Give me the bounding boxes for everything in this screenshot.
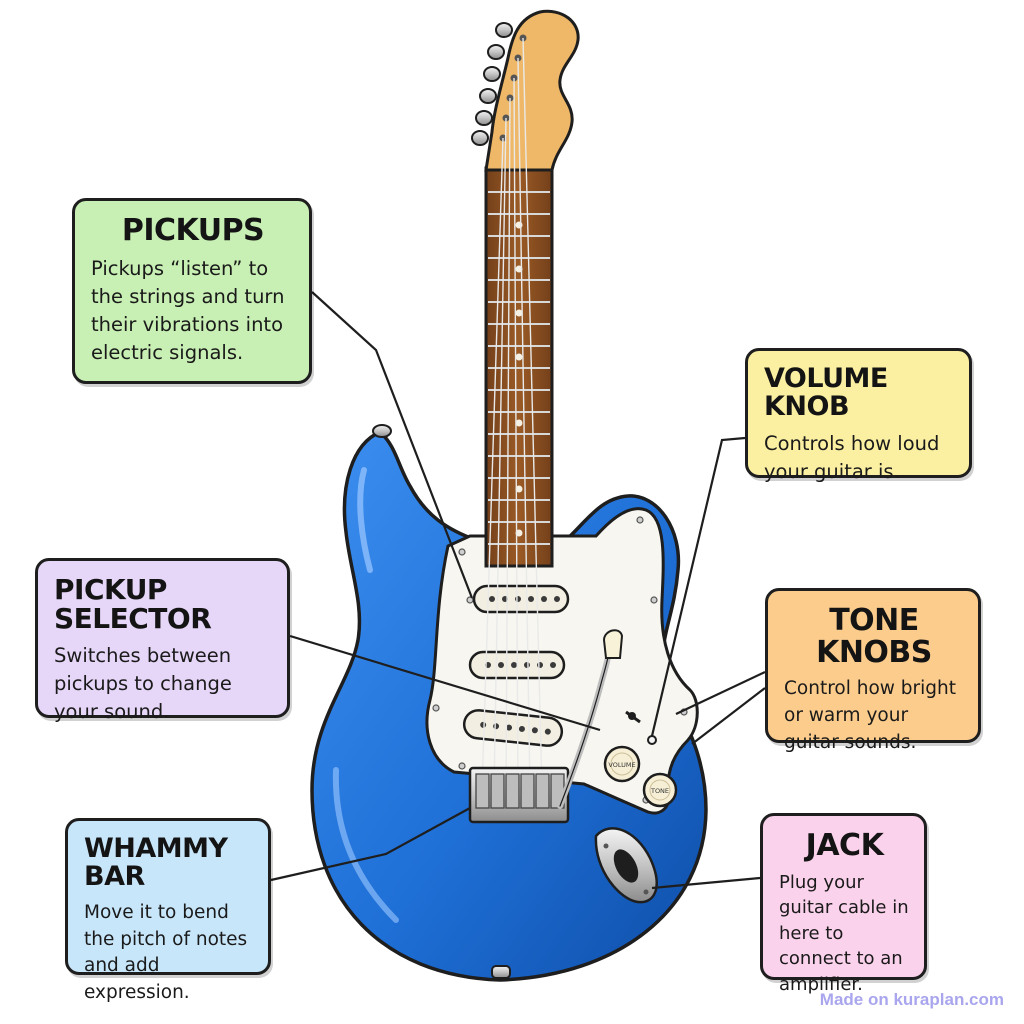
leader-volume (650, 436, 746, 737)
callout-pickups: PICKUPS Pickups “listen” to the strings … (72, 198, 312, 384)
callout-jack: JACK Plug your guitar cable in here to c… (760, 813, 927, 995)
leader-lines (270, 291, 766, 890)
strap-button-bottom (491, 965, 511, 979)
callout-whammy-text: Move it to bend the pitch of notes and a… (84, 901, 248, 1004)
callout-tone-text: Control how bright or warm your guitar s… (784, 678, 957, 753)
whammy-tip (602, 629, 624, 659)
leader-whammy (270, 807, 471, 882)
headstock (484, 9, 580, 172)
callout-pickup-selector: PICKUP SELECTOR Switches between pickups… (35, 558, 290, 723)
callout-volume-knob: VOLUME KNOB Controls how loud your guita… (745, 348, 972, 483)
callout-selector-text: Switches between pickups to change your … (54, 643, 232, 724)
leader-tone-2 (691, 687, 766, 745)
bridge-pickup (462, 709, 564, 747)
leader-selector (289, 634, 601, 732)
leader-jack (651, 876, 761, 890)
callout-pickups-text: Pickups “listen” to the strings and turn… (91, 256, 285, 365)
body-highlight (357, 467, 373, 573)
callout-jack-text: Plug your guitar cable in here to connec… (779, 871, 909, 995)
bridge (468, 766, 570, 824)
callout-pickups-title: PICKUPS (121, 213, 265, 248)
callout-tone-knobs: TONE KNOBS Control how bright or warm yo… (765, 588, 981, 753)
output-jack (594, 827, 658, 904)
tone-knob-label: TONE (650, 787, 669, 795)
strap-button-top (372, 424, 392, 438)
callout-volume-title: VOLUME KNOB (764, 363, 888, 423)
callout-whammy-bar: WHAMMY BAR Move it to bend the pitch of … (65, 818, 271, 1003)
leader-tone (675, 671, 766, 715)
watermark: Made on kuraplan.com (819, 990, 1004, 1009)
pickup-selector-switch (625, 710, 641, 724)
volume-knob: VOLUME (603, 745, 641, 783)
body-highlight-lower (332, 767, 399, 923)
callout-tone-title: TONE KNOBS (816, 603, 932, 670)
volume-knob-screw (647, 735, 657, 745)
tone-knob: TONE (642, 772, 678, 808)
callout-volume-text: Controls how loud your guitar is. (764, 431, 940, 483)
callout-jack-title: JACK (805, 828, 884, 863)
strings (481, 37, 543, 791)
tuning-pegs (471, 22, 527, 146)
leader-pickups (311, 291, 474, 599)
volume-knob-label: VOLUME (608, 761, 635, 769)
frets (488, 191, 550, 545)
callout-whammy-title: WHAMMY BAR (84, 833, 228, 893)
callout-selector-title: PICKUP SELECTOR (54, 573, 212, 636)
